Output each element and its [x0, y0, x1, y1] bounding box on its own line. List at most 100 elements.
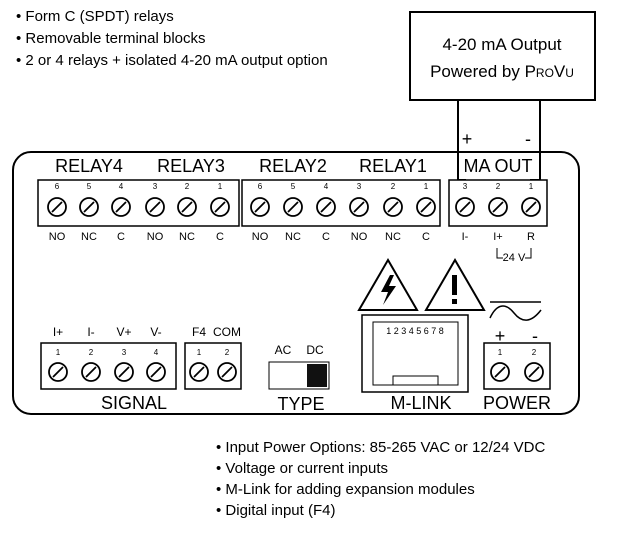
- terminal-screw[interactable]: [490, 362, 510, 382]
- terminal-number: 2: [89, 348, 94, 357]
- terminal-screw[interactable]: [488, 197, 508, 217]
- feature-item: • Form C (SPDT) relays: [16, 8, 174, 25]
- wire-minus-label: -: [525, 129, 531, 149]
- feature-item: • Input Power Options: 85-265 VAC or 12/…: [216, 439, 546, 456]
- terminal-screw[interactable]: [47, 197, 67, 217]
- pin-label: NC: [285, 231, 301, 243]
- terminal-screw[interactable]: [189, 362, 209, 382]
- terminal-screw[interactable]: [145, 197, 165, 217]
- terminal-number: 1: [56, 348, 61, 357]
- terminal-number: 2: [496, 182, 501, 191]
- terminal-screw[interactable]: [177, 197, 197, 217]
- ma-out-terminal-block: 3I- 2I+ 1R: [448, 179, 548, 243]
- pin-label: C: [117, 231, 125, 243]
- type-label: TYPE: [277, 394, 324, 414]
- feature-item: • M-Link for adding expansion modules: [216, 481, 475, 498]
- feature-item: • 2 or 4 relays + isolated 4-20 mA outpu…: [16, 52, 328, 69]
- supply-24v-label: 24 V: [503, 252, 526, 264]
- terminal-number: 3: [153, 182, 158, 191]
- pin-label: V-: [150, 325, 161, 339]
- terminal-screw[interactable]: [521, 197, 541, 217]
- terminal-screw[interactable]: [146, 362, 166, 382]
- relay3-label: RELAY3: [157, 156, 225, 176]
- type-option-dc: DC: [306, 343, 324, 357]
- terminal-number: 3: [463, 182, 468, 191]
- terminal-screw[interactable]: [217, 362, 237, 382]
- pin-label: V+: [116, 325, 131, 339]
- mlink-connector[interactable]: 1 2 3 4 5 6 7 8: [361, 314, 469, 393]
- terminal-screw[interactable]: [79, 197, 99, 217]
- terminal-screw[interactable]: [416, 197, 436, 217]
- signal-label: SIGNAL: [101, 393, 167, 413]
- mlink-label: M-LINK: [390, 393, 451, 413]
- pin-label: F4: [192, 325, 206, 339]
- terminal-screw[interactable]: [283, 197, 303, 217]
- terminal-number: 5: [291, 182, 296, 191]
- type-option-ac: AC: [275, 343, 292, 357]
- relay4-label: RELAY4: [55, 156, 123, 176]
- power-plus-label: +: [495, 326, 506, 346]
- terminal-screw[interactable]: [81, 362, 101, 382]
- relay2-label: RELAY2: [259, 156, 327, 176]
- terminal-number: 3: [357, 182, 362, 191]
- terminal-number: 1: [424, 182, 429, 191]
- pin-label: C: [216, 231, 224, 243]
- output-box-line2: Powered by PROVU: [430, 62, 574, 81]
- lightning-warning-icon: [357, 258, 419, 311]
- feature-item: • Removable terminal blocks: [16, 30, 206, 47]
- ac-sine-icon: [489, 301, 542, 321]
- terminal-screw[interactable]: [111, 197, 131, 217]
- pin-label: NC: [179, 231, 195, 243]
- terminal-number: 6: [258, 182, 263, 191]
- relay1-label: RELAY1: [359, 156, 427, 176]
- terminal-number: 5: [87, 182, 92, 191]
- terminal-number: 2: [185, 182, 190, 191]
- terminal-screw[interactable]: [250, 197, 270, 217]
- terminal-screw[interactable]: [349, 197, 369, 217]
- mlink-pins: 1 2 3 4 5 6 7 8: [386, 326, 444, 336]
- pin-label: I+: [493, 231, 502, 243]
- ma-out-label: MA OUT: [463, 156, 532, 176]
- signal-terminal-block: 1 2 3 4: [40, 342, 177, 390]
- terminal-number: 4: [154, 348, 159, 357]
- terminal-number: 6: [55, 182, 60, 191]
- pin-label: NO: [49, 231, 66, 243]
- terminal-screw[interactable]: [316, 197, 336, 217]
- pin-label: C: [422, 231, 430, 243]
- terminal-screw[interactable]: [455, 197, 475, 217]
- exclamation-warning-icon: [424, 258, 486, 311]
- wire-plus-label: +: [462, 129, 473, 149]
- pin-label: NC: [385, 231, 401, 243]
- feature-item: • Digital input (F4): [216, 502, 336, 519]
- output-box: [409, 11, 596, 101]
- terminal-screw[interactable]: [210, 197, 230, 217]
- pin-label: NO: [351, 231, 368, 243]
- terminal-number: 1: [197, 348, 202, 357]
- terminal-number: 2: [391, 182, 396, 191]
- terminal-number: 4: [324, 182, 329, 191]
- power-label: POWER: [483, 393, 551, 413]
- meter-housing: [12, 151, 580, 415]
- terminal-screw[interactable]: [524, 362, 544, 382]
- terminal-number: 1: [218, 182, 223, 191]
- terminal-number: 1: [529, 182, 534, 191]
- terminal-number: 4: [119, 182, 124, 191]
- terminal-number: 3: [122, 348, 127, 357]
- pin-label: R: [527, 231, 535, 243]
- type-switch-knob[interactable]: [307, 364, 327, 387]
- pin-label: COM: [213, 325, 241, 339]
- pin-label: I-: [87, 325, 94, 339]
- terminal-number: 1: [498, 348, 503, 357]
- terminal-screw[interactable]: [48, 362, 68, 382]
- terminal-screw[interactable]: [114, 362, 134, 382]
- terminal-screw[interactable]: [383, 197, 403, 217]
- pin-label: NO: [147, 231, 164, 243]
- power-minus-label: -: [532, 326, 538, 346]
- output-box-line1: 4-20 mA Output: [442, 35, 561, 54]
- pin-label: I+: [53, 325, 63, 339]
- pin-label: I-: [462, 231, 469, 243]
